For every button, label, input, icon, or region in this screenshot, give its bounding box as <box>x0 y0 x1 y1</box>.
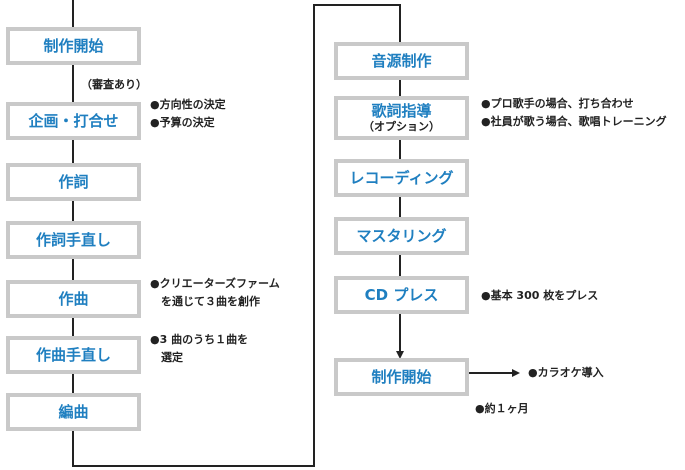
note-line: ●予算の決定 <box>150 116 215 130</box>
step-label: 作詞 <box>58 172 89 191</box>
step-label: 編曲 <box>58 402 89 421</box>
press-note: ●基本 300 枚をプレス <box>481 289 599 302</box>
planning-notes: ●方向性の決定 ●予算の決定 <box>150 96 226 132</box>
step-label: 歌詞指導 <box>371 101 432 120</box>
step-label: 作曲 <box>58 289 89 308</box>
step-composition: 作曲 <box>6 280 141 318</box>
step-sound-production: 音源制作 <box>334 42 469 80</box>
step-planning-meeting: 企画・打合せ <box>6 102 141 140</box>
step-sublabel: （オプション） <box>363 120 440 134</box>
composition-fix-notes: ●3 曲のうち１曲を 選定 <box>150 331 248 367</box>
step-label: 作曲手直し <box>35 345 111 364</box>
step-label: 作詞手直し <box>35 230 111 249</box>
duration-note: ●約１ヶ月 <box>475 402 529 415</box>
step-mastering: マスタリング <box>334 217 469 255</box>
note-line: 選定 <box>161 351 183 365</box>
step-final-production-start: 制作開始 <box>334 358 469 396</box>
step-production-start: 制作開始 <box>6 27 141 65</box>
step-composition-revision: 作曲手直し <box>6 336 141 374</box>
composition-notes: ●クリエーターズファーム を通じて３曲を創作 <box>150 275 280 311</box>
review-note: （審査あり） <box>81 78 147 91</box>
step-label: レコーディング <box>349 168 454 187</box>
step-label: 音源制作 <box>371 51 432 70</box>
step-label: マスタリング <box>356 226 447 245</box>
note-line: ●方向性の決定 <box>150 98 226 111</box>
step-recording: レコーディング <box>334 159 469 197</box>
vocal-coaching-notes: ●プロ歌手の場合、打ち合わせ ●社員が歌う場合、歌唱トレーニング <box>481 95 667 131</box>
note-line: ●3 曲のうち１曲を <box>150 333 249 346</box>
step-cd-press: CD プレス <box>334 276 469 314</box>
step-lyrics: 作詞 <box>6 163 141 201</box>
step-lyrics-revision: 作詞手直し <box>6 221 141 259</box>
step-label: 制作開始 <box>371 367 432 386</box>
step-vocal-coaching: 歌詞指導 （オプション） <box>334 96 469 140</box>
step-label: CD プレス <box>364 285 439 304</box>
step-label: 企画・打合せ <box>28 111 119 130</box>
note-line: ●社員が歌う場合、歌唱トレーニング <box>481 115 667 129</box>
step-arrangement: 編曲 <box>6 393 141 431</box>
karaoke-note: ●カラオケ導入 <box>528 366 604 379</box>
note-line: ●クリエーターズファーム <box>150 277 280 290</box>
note-line: を通じて３曲を創作 <box>161 295 260 309</box>
note-line: ●プロ歌手の場合、打ち合わせ <box>481 97 634 110</box>
step-label: 制作開始 <box>43 36 104 55</box>
